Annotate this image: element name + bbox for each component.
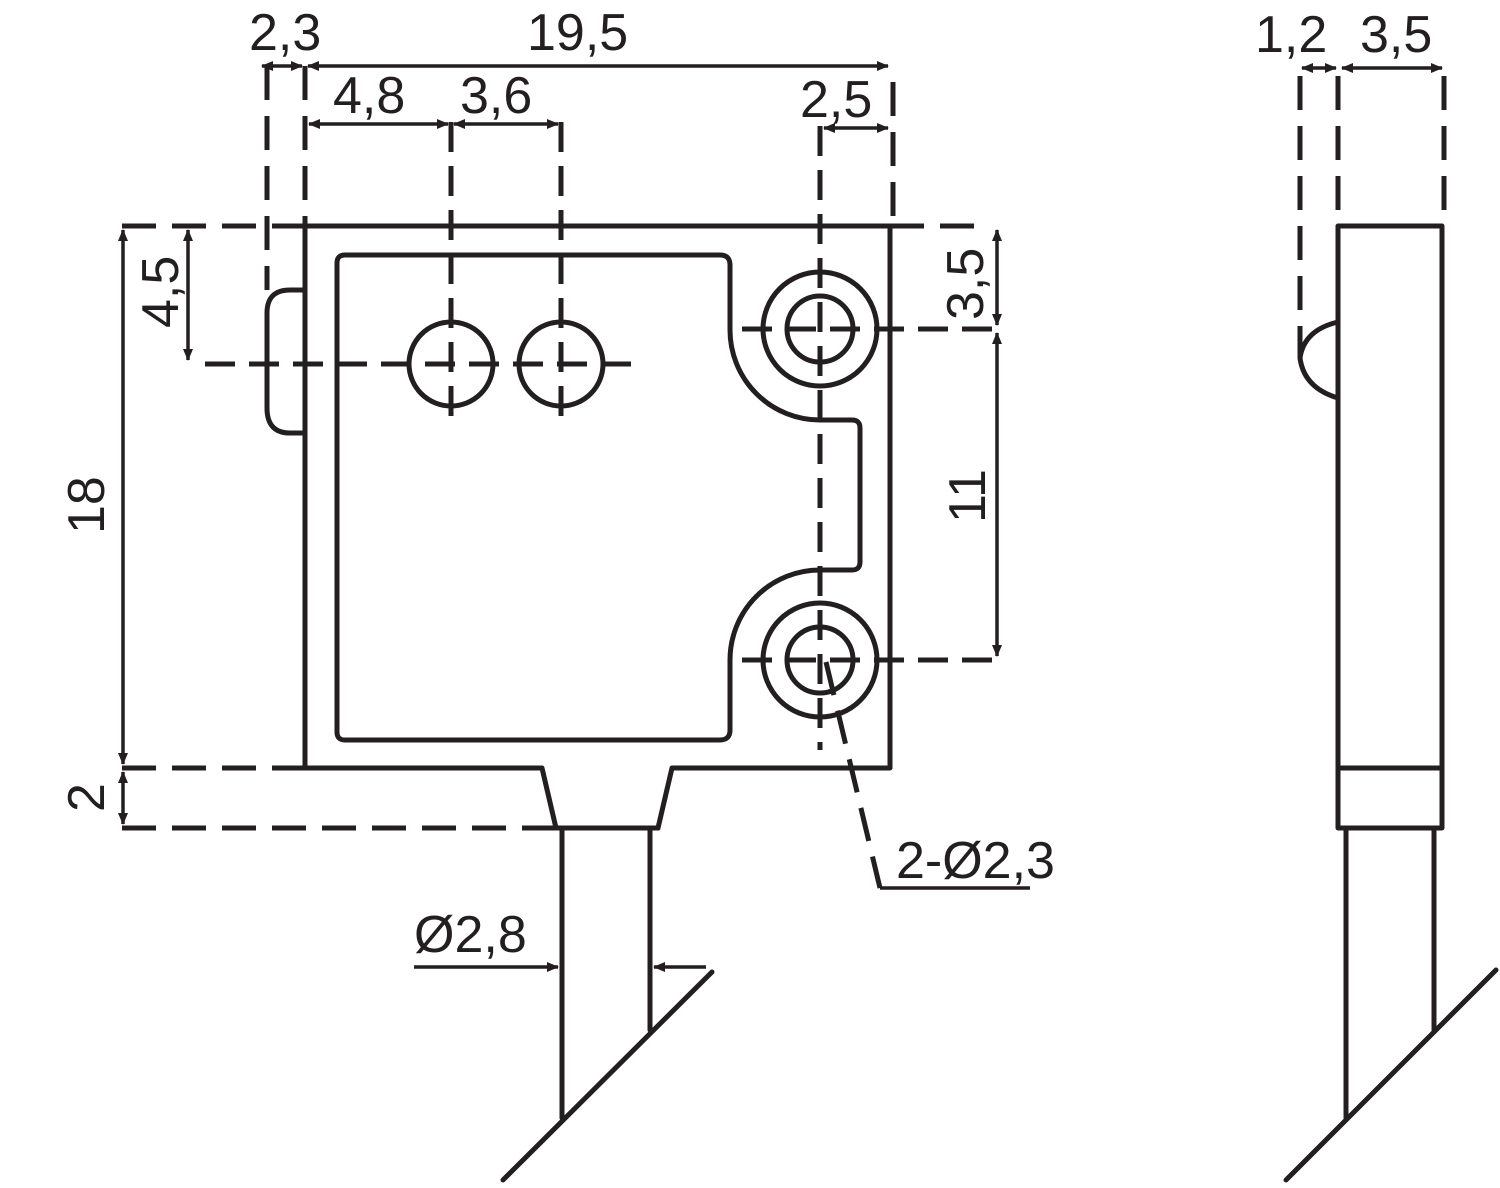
- dim-label-3-5-side: 3,5: [1360, 6, 1432, 64]
- dim-label-3-5-front: 3,5: [937, 248, 995, 320]
- dim-label-3-6: 3,6: [460, 67, 532, 125]
- side-view: 1,2 3,5: [1255, 6, 1499, 1183]
- dim-label-2: 2: [58, 783, 116, 812]
- side-housing-outline: [1335, 223, 1445, 831]
- inner-face: [334, 252, 863, 743]
- side-lens-bump: [1297, 319, 1341, 401]
- front-view: 2,3 19,5 4,8 3,6 2,5 4,5 18 2 3,5 11 2-Ø…: [58, 4, 1055, 1183]
- dim-label-2-3: 2,3: [249, 4, 321, 62]
- dim-label-4-8: 4,8: [333, 67, 405, 125]
- dimension-lines: [118, 61, 1030, 972]
- side-extension-lines: [1297, 76, 1447, 358]
- dim-label-18: 18: [58, 476, 116, 534]
- dim-label-11: 11: [939, 469, 997, 523]
- cable-break-line: [500, 969, 715, 1183]
- dim-label-holes: 2-Ø2,3: [896, 832, 1055, 890]
- dim-label-2-5: 2,5: [800, 71, 872, 129]
- dim-label-1-2: 1,2: [1255, 6, 1327, 64]
- emitter-bump: [264, 287, 308, 436]
- center-lines: [122, 66, 1000, 831]
- dim-label-19-5: 19,5: [527, 4, 628, 62]
- housing-outline: [302, 223, 893, 831]
- side-cable-break-line: [1283, 967, 1499, 1183]
- dim-label-4-5: 4,5: [132, 256, 190, 328]
- dim-label-cable: Ø2,8: [414, 906, 527, 964]
